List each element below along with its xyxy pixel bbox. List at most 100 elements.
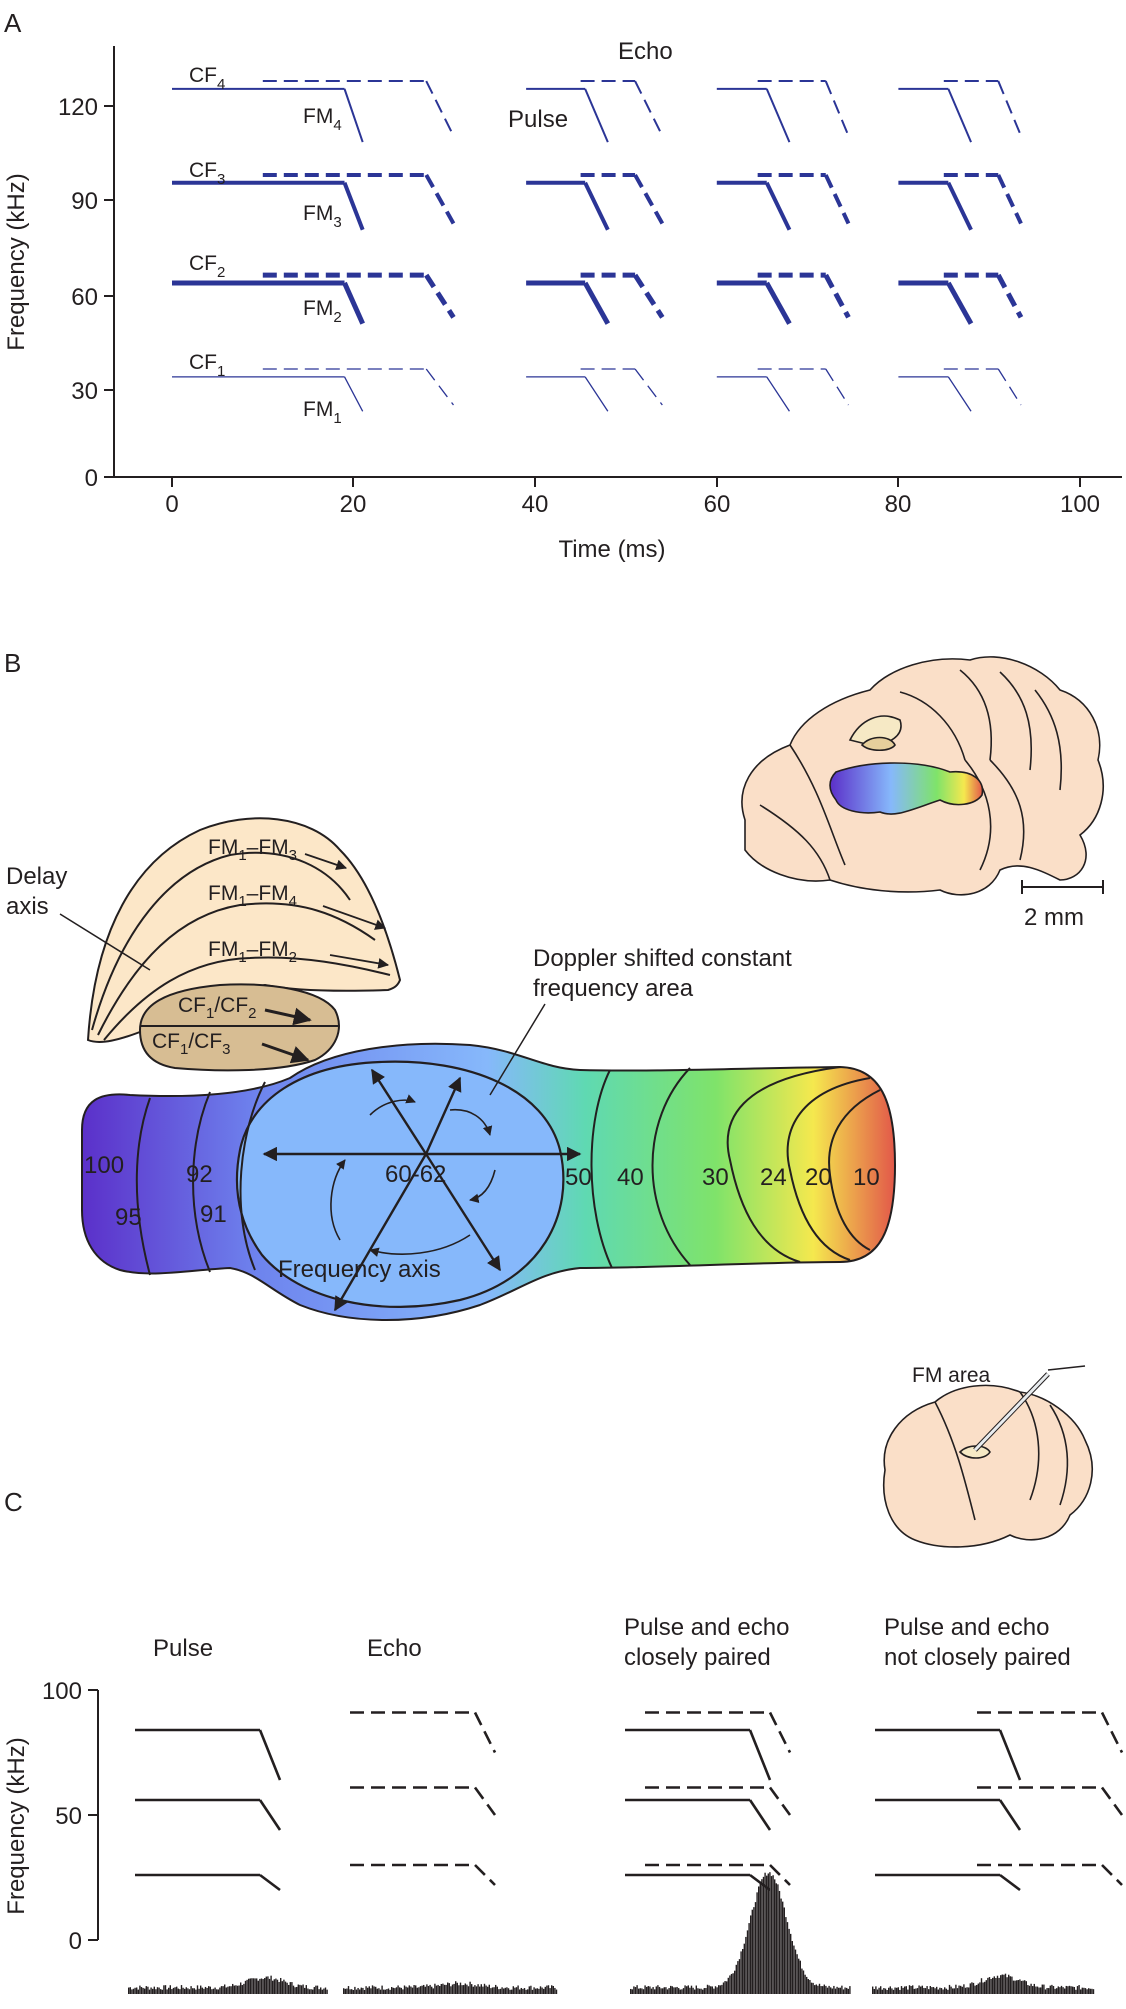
panel-a-fm-labels: FM4 FM3 FM2 FM1 [303,105,342,427]
frequency-axis-label: Frequency axis [278,1256,441,1283]
pulse-fm-h4-2 [765,88,791,143]
c-ytick-0: 0 [69,1928,82,1955]
pulse-fm-h4-0 [343,88,364,143]
panel-a-x-tick-labels: 0 20 40 60 80 100 [165,491,1100,518]
echo-fm-h1-2 [825,368,850,406]
c1-pulse-fm1 [259,1873,281,1892]
contour-50: 50 [565,1164,592,1191]
fm3-label: FM3 [303,202,342,231]
condition-closely-paired-line2: closely paired [624,1644,771,1671]
band-fm1-fm4: FM1–FM4 [208,882,297,910]
a-ytick-30: 30 [71,378,98,405]
delay-area-arrows [261,853,390,1064]
panel-a-cf-labels: CF4 CF3 CF2 CF1 [189,64,225,380]
cf-cf-area [138,983,340,1072]
c-ytick-100: 100 [42,1678,82,1705]
panel-c-spike-histograms [128,1872,1095,1994]
fm4-label: FM4 [303,105,342,134]
band-fm1-fm2: FM1–FM2 [208,938,297,966]
band-cf1-cf2: CF1/CF2 [178,994,257,1022]
spikes-closely-paired [630,1872,851,1994]
c-y-axis-label: Frequency (kHz) [3,1737,30,1914]
pulse-fm-h3-0 [342,182,365,231]
pulse-fm-h4-1 [584,88,609,143]
condition-labels: Pulse Echo Pulse and echo closely paired… [153,1614,1071,1671]
echo-fm-h2-3 [996,273,1024,319]
spikes-pulse [128,1975,328,1994]
contour-95: 95 [115,1204,142,1231]
pulse-fm-h1-2 [766,376,790,412]
tonotopic-map [81,1042,897,1321]
c3-echo-fm1 [769,1864,791,1886]
contour-91: 91 [200,1201,227,1228]
center-frequency-label: 60-62 [385,1161,446,1188]
pulse-fm-h1-0 [343,376,364,412]
contour-100: 100 [84,1152,124,1179]
c4-echo-fm3 [1100,1711,1124,1754]
band-cf1-cf3: CF1/CF3 [152,1030,231,1058]
frequency-axis-arrows [262,1068,582,1312]
brain-illustration-top [741,656,1104,896]
c4-pulse-fm1 [999,1873,1021,1892]
fm-area-label: FM area [912,1364,991,1387]
scale-bar [1021,880,1104,894]
echo-fm-h3-2 [823,174,851,225]
c3-pulse-fm2 [748,1799,772,1831]
a-xtick-0: 0 [165,491,178,518]
a-ytick-90: 90 [71,188,98,215]
a-xtick-20: 20 [340,491,367,518]
echo-fm-h2-2 [823,273,851,319]
contour-labels: 100 95 92 91 50 40 30 24 20 10 [84,1152,880,1231]
contour-24: 24 [760,1164,787,1191]
a-ytick-120: 120 [58,94,98,121]
echo-fm-h1-1 [634,368,663,406]
echo-fm-h1-3 [997,368,1022,406]
pulse-fm-h2-2 [764,281,792,325]
contour-30: 30 [702,1164,729,1191]
fm1-label: FM1 [303,398,342,427]
echo-label: Echo [618,38,673,65]
pulse-fm-h3-1 [583,181,610,231]
contour-20: 20 [805,1164,832,1191]
c3-echo-fm3 [768,1711,792,1754]
cf2-label: CF2 [189,252,225,281]
c1-pulse-fm2 [258,1799,282,1831]
pulse-fm-h4-3 [947,88,972,143]
c4-pulse-fm3 [998,1729,1022,1781]
a-xtick-80: 80 [885,491,912,518]
panel-c-y-tick-labels: 0 50 100 [42,1678,82,1955]
contour-40: 40 [617,1164,644,1191]
c4-pulse-fm2 [998,1799,1022,1831]
c2-echo-fm1 [474,1864,496,1886]
panel-a-label: A [4,8,22,38]
brain-illustration-bottom [883,1365,1093,1548]
a-y-axis-label: Frequency (kHz) [3,173,30,350]
cf4-label: CF4 [189,64,225,93]
pulse-fm-h3-3 [946,181,973,231]
cf1-label: CF1 [189,351,225,380]
panel-b-label: B [4,648,21,678]
echo-fm-h4-1 [634,80,664,137]
a-xtick-60: 60 [704,491,731,518]
c4-echo-fm2 [1100,1786,1124,1816]
panel-c-label: C [4,1487,23,1517]
a-xtick-100: 100 [1060,491,1100,518]
pulse-fm-h2-1 [582,281,611,325]
panel-a-harmonic-traces [172,80,1024,412]
c-ytick-50: 50 [55,1803,82,1830]
condition-not-closely-paired-line1: Pulse and echo [884,1614,1049,1641]
echo-fm-h3-0 [424,173,456,225]
dscf-label-line1: Doppler shifted constant [533,945,792,972]
c4-echo-fm1 [1101,1864,1123,1886]
echo-fm-h2-0 [424,273,456,319]
condition-not-closely-paired-line2: not closely paired [884,1644,1071,1671]
pulse-fm-h3-2 [764,181,792,231]
delay-axis-leader [59,913,151,971]
c2-echo-fm3 [473,1711,497,1754]
echo-fm-h1-0 [425,368,454,406]
condition-pulse: Pulse [153,1635,213,1662]
echo-fm-h4-3 [997,80,1022,137]
panel-a-y-tick-labels: 0 30 60 90 120 [58,94,98,492]
